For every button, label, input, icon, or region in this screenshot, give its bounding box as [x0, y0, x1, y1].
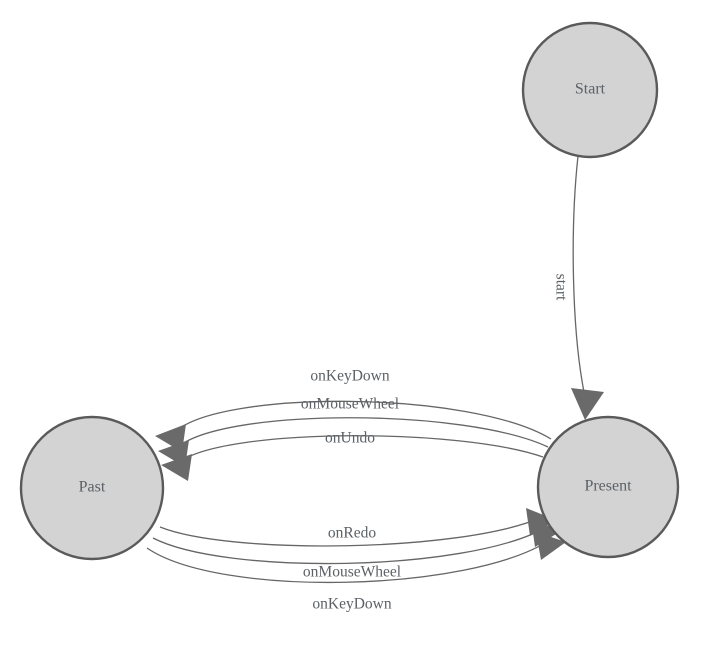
edge-past-to-present-onredo-path — [159, 517, 541, 547]
edge-present-to-past-onundo-arrowhead — [161, 454, 192, 481]
edge-past-to-present-onredo-label: onRedo — [328, 525, 376, 542]
edge-present-to-past-onundo-path — [180, 435, 544, 462]
node-start-label: Start — [575, 81, 606, 98]
edge-present-to-past-onmousewheel-path — [177, 417, 549, 448]
edge-past-to-present-onkeydown[interactable]: onKeyDown — [146, 532, 566, 613]
edge-start-to-present-path — [572, 155, 585, 393]
edge-past-to-present-onkeydown-label: onKeyDown — [312, 596, 391, 613]
edge-present-to-past-onkeydown-label: onKeyDown — [310, 368, 389, 385]
node-start-circle — [521, 21, 659, 159]
node-present-circle — [536, 415, 680, 559]
node-past-circle — [19, 415, 165, 561]
edge-past-to-present-onmousewheel-path — [152, 527, 546, 565]
edge-past-to-present-onkeydown-arrowhead — [536, 532, 566, 560]
node-start[interactable]: Start — [521, 21, 659, 159]
node-past-label: Past — [79, 479, 106, 496]
edge-present-to-past-onundo[interactable]: onUndo — [161, 430, 544, 481]
edge-past-to-present-onredo[interactable]: onRedo — [159, 508, 556, 547]
edge-past-to-present-onmousewheel-label: onMouseWheel — [303, 564, 401, 581]
edge-present-to-past-onundo-label: onUndo — [325, 430, 375, 447]
edge-start-to-present-label: start — [552, 274, 569, 301]
node-past[interactable]: Past — [19, 415, 165, 561]
edge-start-to-present-arrowhead — [571, 388, 604, 420]
node-present[interactable]: Present — [536, 415, 680, 559]
edge-present-to-past-onmousewheel-label: onMouseWheel — [301, 396, 399, 413]
node-present-label: Present — [584, 478, 632, 495]
edge-start-to-present[interactable]: start — [552, 155, 604, 420]
edge-present-to-past-onkeydown-path — [174, 400, 552, 440]
edge-past-to-present-onkeydown-path — [146, 539, 551, 584]
